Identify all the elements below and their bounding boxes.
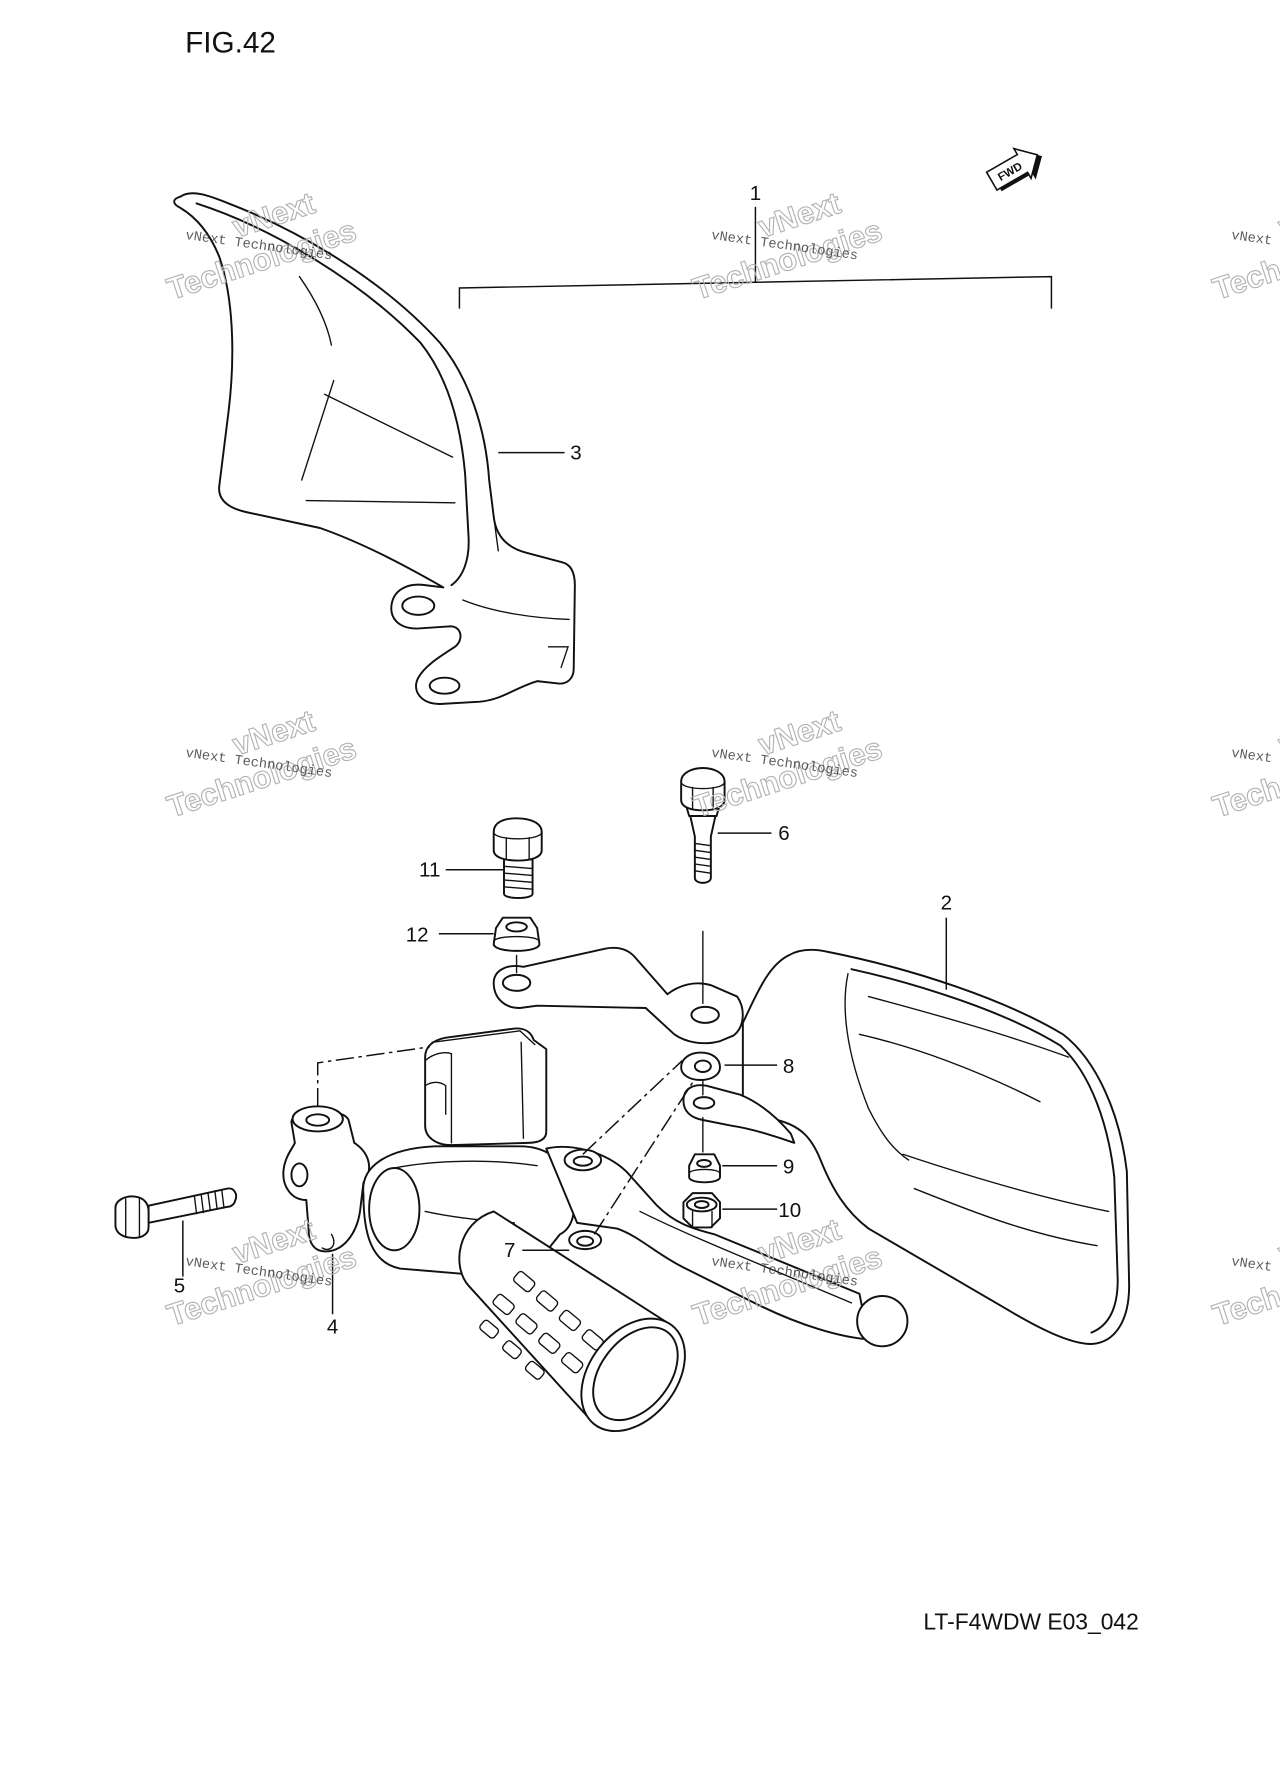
part-11-bolt bbox=[492, 817, 543, 899]
callout-5: 5 bbox=[174, 1275, 185, 1298]
part-2-hand-guard-right bbox=[492, 946, 1131, 1345]
callout-4: 4 bbox=[327, 1316, 338, 1339]
part-8-washer bbox=[680, 1051, 721, 1081]
fwd-arrow-icon: FWD bbox=[985, 147, 1042, 192]
callout-labels: 1 2 3 4 5 6 7 8 9 10 11 12 bbox=[174, 182, 952, 1339]
center-lines bbox=[515, 930, 704, 1153]
watermark-big-line1: vNext bbox=[1274, 185, 1280, 244]
part-4-lever-holder bbox=[282, 1027, 909, 1348]
part-5-bolt bbox=[114, 1187, 238, 1239]
watermark-big-line2: Technologies bbox=[1209, 1239, 1280, 1333]
assembly-bracket-line bbox=[458, 206, 1053, 309]
callout-8: 8 bbox=[783, 1055, 794, 1078]
callout-1: 1 bbox=[750, 182, 761, 205]
callout-9: 9 bbox=[783, 1156, 794, 1179]
part-6-bolt bbox=[680, 767, 726, 884]
part-7-grip bbox=[458, 1210, 686, 1433]
figure-title: FIG.42 bbox=[185, 27, 276, 60]
callout-2: 2 bbox=[941, 892, 952, 915]
leader-lines bbox=[182, 451, 778, 1315]
callout-12: 12 bbox=[406, 924, 429, 947]
figure-code: LT-F4WDW E03_042 bbox=[923, 1609, 1138, 1635]
callout-6: 6 bbox=[778, 822, 789, 845]
part-3-hand-guard-left bbox=[173, 192, 576, 705]
watermark-big-line2: Technologies bbox=[1209, 730, 1280, 824]
watermark-big-line2: Technologies bbox=[1209, 213, 1280, 307]
part-9-nut bbox=[688, 1153, 721, 1184]
callout-3: 3 bbox=[570, 441, 581, 464]
part-12-nut bbox=[492, 916, 541, 952]
watermark-big-line1: vNext bbox=[1274, 1212, 1280, 1271]
assembly-lines bbox=[316, 1046, 701, 1235]
callout-11: 11 bbox=[419, 859, 440, 882]
watermark-big-line1: vNext bbox=[1274, 703, 1280, 762]
callout-10: 10 bbox=[778, 1199, 801, 1222]
part-10-nut bbox=[682, 1192, 721, 1229]
callout-7: 7 bbox=[504, 1239, 515, 1262]
